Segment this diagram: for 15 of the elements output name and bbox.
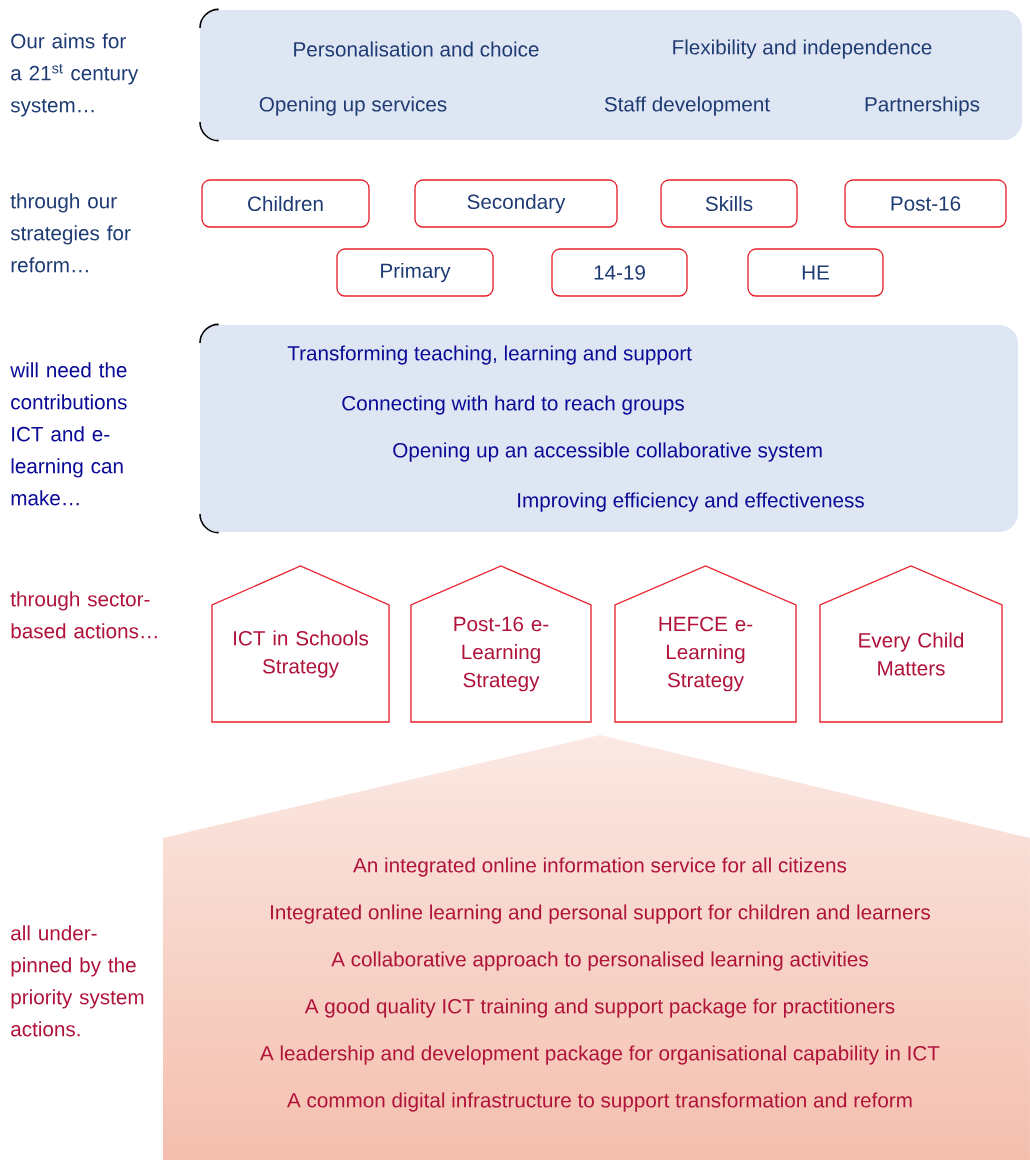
strategy-box: Primary	[336, 248, 494, 297]
foundation-house: An integrated online information service for all citizens Integrated online learning and personal support for children and learners A collaborative approach to personalised learning activities A good quality ICT training and support package for practitioners A leadership and development package for organisational capability in ICT A common digital infrastructure to support transformation and reform	[260, 857, 940, 1112]
side-caption: all under-pinned by the priority system actions.	[11, 925, 144, 1037]
side-caption: will need the contributions ICT and e-learning can make…	[10, 362, 127, 506]
contributions-panel: Transforming teaching, learning and support Connecting with hard to reach groups Opening up an accessible collaborative system Improving efficiency and effectiveness	[199, 323, 1018, 534]
strategy-box: Post-16	[844, 179, 1007, 228]
strategy-box: Secondary	[414, 179, 618, 228]
side-caption: through our strategies for reform…	[10, 193, 131, 273]
side-caption: through sector-based actions…	[10, 591, 157, 639]
strategy-box: HE	[747, 248, 884, 297]
strategy-box: Children	[201, 179, 370, 228]
aims-panel: Personalisation and choice Flexibility and independence Opening up services Staff development Partnerships	[199, 8, 1022, 142]
strategy-box: 14-19	[551, 248, 688, 297]
side-caption: Our aims for a 21$^{st}$ century system…	[10, 33, 139, 117]
strategy-box: Skills	[660, 179, 798, 228]
